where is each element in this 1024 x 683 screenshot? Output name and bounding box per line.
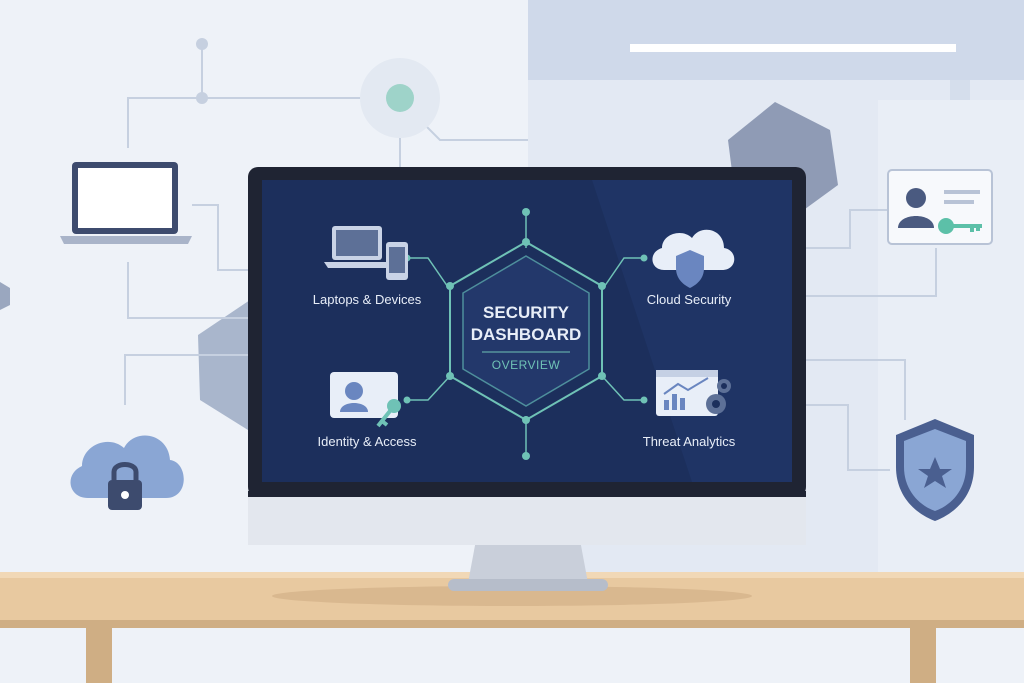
node-label-threat-analytics: Threat Analytics (642, 434, 736, 449)
node-label-identity-access: Identity & Access (317, 434, 417, 449)
dashboard-title-line2: DASHBOARD (470, 325, 582, 344)
laptop-icon (60, 162, 192, 244)
analytics-gears-icon (656, 370, 731, 416)
laptop-phone-icon (324, 226, 408, 280)
dashboard-title-line1: SECURITY (483, 303, 569, 322)
shield-star-icon (896, 419, 974, 521)
cloud-shield-icon (652, 229, 735, 288)
network-diagram (324, 180, 792, 482)
id-card-key-icon (330, 372, 401, 428)
id-card-icon (887, 169, 993, 245)
dashboard-screen: SECURITY DASHBOARD OVERVIEW Laptops & De… (262, 180, 792, 482)
node-label-laptops-devices: Laptops & Devices (312, 292, 422, 307)
dashboard-subtitle: OVERVIEW (491, 358, 561, 372)
node-label-cloud-security: Cloud Security (646, 292, 732, 307)
cloud-lock-icon (70, 435, 184, 510)
